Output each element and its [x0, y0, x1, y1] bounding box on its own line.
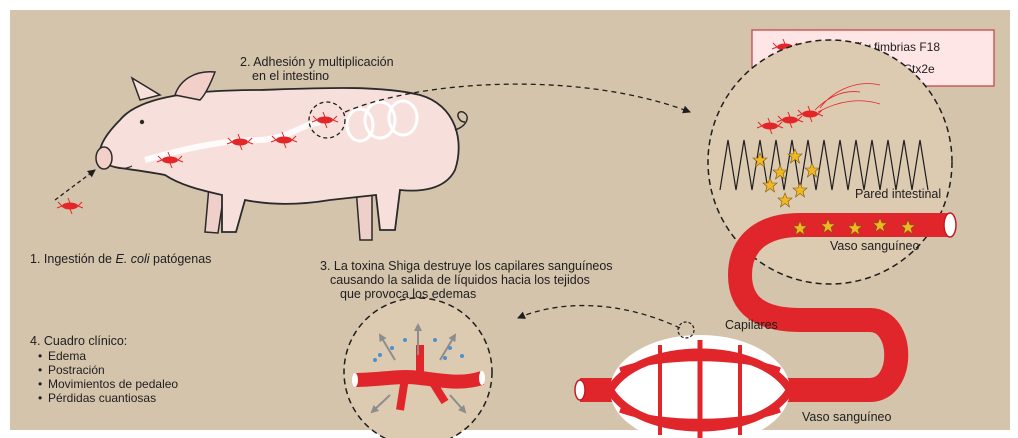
step2-line2: en el intestino	[252, 69, 329, 83]
blood-vessel-top-label: Vaso sanguíneo	[830, 239, 919, 253]
clinical-sign-postration: Postración	[48, 363, 105, 377]
clinical-sign-bullet: •	[38, 349, 42, 363]
clinical-sign-edema: Edema	[48, 349, 86, 363]
clinical-sign-bullet: •	[38, 377, 42, 391]
clinical-sign-paddling: Movimientos de pedaleo	[48, 377, 178, 391]
step3-line2: causando la salida de líquidos hacia los…	[330, 273, 590, 287]
step4-title: 4. Cuadro clínico:	[30, 334, 127, 348]
clinical-sign-bullet: •	[38, 391, 42, 405]
clinical-sign-losses: Pérdidas cuantiosas	[48, 391, 156, 405]
damaged-vessel-zoom	[344, 298, 492, 438]
intestinal-wall-label: Pared intestinal	[855, 187, 941, 201]
step3-line1: 3. La toxina Shiga destruye los capilare…	[320, 259, 613, 273]
step1-label: 1. Ingestión de E. coli patógenas	[30, 252, 211, 266]
step3-line3: que provoca los edemas	[340, 287, 476, 301]
step2-line1: 2. Adhesión y multiplicación	[240, 55, 394, 69]
capillaries-label: Capilares	[725, 318, 778, 332]
clinical-sign-bullet: •	[38, 363, 42, 377]
blood-vessel-bottom-label: Vaso sanguíneo	[802, 410, 891, 424]
